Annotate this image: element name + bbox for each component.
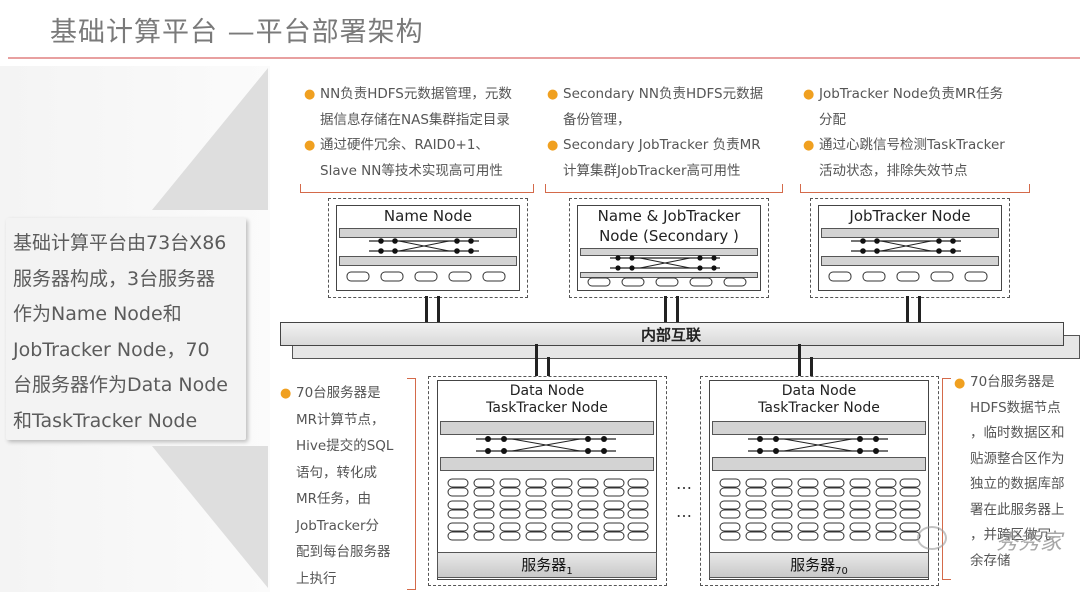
bar: [440, 457, 654, 471]
name-node-panel: Name Node: [336, 205, 520, 291]
summary-line: JobTracker Node，70: [13, 338, 210, 361]
secondary-node-group: [569, 198, 769, 298]
bar: [339, 256, 517, 266]
ellipsis: …: [676, 502, 694, 521]
bar: [821, 228, 999, 238]
data-node-panel-70: Data Node TaskTracker Node: [709, 380, 929, 580]
data-node-panel-1: Data Node TaskTracker Node: [437, 380, 657, 580]
bracket: [942, 378, 951, 580]
server-1-label: 服务器1: [437, 552, 657, 578]
link: [918, 296, 921, 322]
ellipsis: …: [676, 474, 694, 493]
funnel-arrows: [152, 68, 268, 588]
slide-title: 基础计算平台 —平台部署架构: [50, 17, 424, 48]
disk-array-icon: [447, 478, 649, 541]
secondary-node-panel: Name & JobTracker Node (Secondary ): [577, 205, 761, 291]
link: [535, 344, 538, 376]
node-label: Node (Secondary ): [599, 227, 739, 245]
jobtracker-node-group: [810, 198, 1010, 298]
link: [676, 296, 679, 322]
disk-array-icon: [719, 478, 921, 541]
node-label: Data Node: [781, 383, 857, 399]
node-label: Data Node: [509, 383, 585, 399]
interconnect-bus: [280, 322, 1064, 346]
bar: [580, 248, 758, 256]
switch-icon: [748, 436, 888, 454]
name-node-group: [328, 198, 528, 298]
switch-icon: [851, 238, 961, 254]
summary-line: 台服务器作为Data Node: [13, 374, 228, 396]
link: [810, 357, 813, 376]
bracket: [800, 184, 1030, 193]
bar: [712, 457, 926, 471]
bullet-icon: ●: [280, 386, 292, 401]
bracket: [545, 184, 783, 193]
link: [906, 296, 909, 322]
switch-icon: [476, 436, 616, 454]
note-secondary-node: ●Secondary NN负责HDFS元数据 备份管理， ●Secondary …: [547, 82, 797, 184]
title-divider: [8, 57, 1080, 59]
node-label: Name Node: [383, 207, 473, 225]
note-jobtracker-node: ●JobTracker Node负责MR任务 分配 ●通过心跳信号检测TaskT…: [803, 82, 1043, 184]
bullet-icon: ●: [803, 87, 815, 102]
bus-label: 内部互联: [640, 326, 701, 344]
switch-icon: [369, 238, 479, 254]
summary-line: 服务器构成，3台服务器: [13, 267, 216, 290]
node-label: TaskTracker Node: [486, 400, 608, 416]
jobtracker-node-panel: JobTracker Node: [818, 205, 1002, 291]
summary-text: 基础计算平台由73台X86 服务器构成，3台服务器 作为Name Node和 J…: [13, 226, 245, 439]
wechat-icon: [917, 526, 947, 550]
bullet-icon: ●: [954, 376, 966, 391]
summary-line: 和TaskTracker Node: [13, 409, 198, 432]
bar: [712, 421, 926, 435]
disk-array-icon: [828, 271, 988, 282]
data-node-group-1: [428, 376, 667, 586]
link: [425, 296, 428, 322]
link: [437, 296, 440, 322]
summary-line: 基础计算平台由73台X86: [13, 232, 227, 254]
bracket: [300, 184, 534, 193]
bullet-icon: ●: [547, 87, 559, 102]
bullet-icon: ●: [304, 138, 316, 153]
data-node-group-70: [700, 376, 939, 586]
disk-array-icon: [587, 277, 747, 287]
server-70-label: 服务器70: [709, 552, 929, 578]
node-label: Name & JobTracker: [597, 207, 741, 225]
note-name-node: ●NN负责HDFS元数据管理，元数 据信息存储在NAS集群指定目录 ●通过硬件冗…: [304, 82, 544, 184]
bullet-icon: ●: [803, 138, 815, 153]
bullet-icon: ●: [304, 87, 316, 102]
bracket: [407, 378, 416, 590]
link: [547, 357, 550, 376]
node-label: TaskTracker Node: [758, 400, 880, 416]
note-compute-nodes: 70台服务器是 MR计算节点， Hive提交的SQL 语句，转化成 MR任务，由…: [296, 385, 394, 587]
bar: [339, 228, 517, 238]
bar: [821, 256, 999, 266]
bar: [440, 421, 654, 435]
summary-line: 作为Name Node和: [13, 303, 182, 325]
switch-icon: [610, 255, 720, 271]
watermark: 秀秀家: [995, 530, 1062, 555]
summary-box: [6, 218, 246, 440]
link: [664, 296, 667, 322]
note-hdfs-nodes: 70台服务器是 HDFS数据节点 ，临时数据区和 贴源整合区作为 独立的数据库部…: [970, 374, 1065, 569]
node-label: JobTracker Node: [849, 207, 971, 225]
bullet-icon: ●: [547, 138, 559, 153]
disk-array-icon: [346, 271, 506, 282]
link: [798, 344, 801, 376]
